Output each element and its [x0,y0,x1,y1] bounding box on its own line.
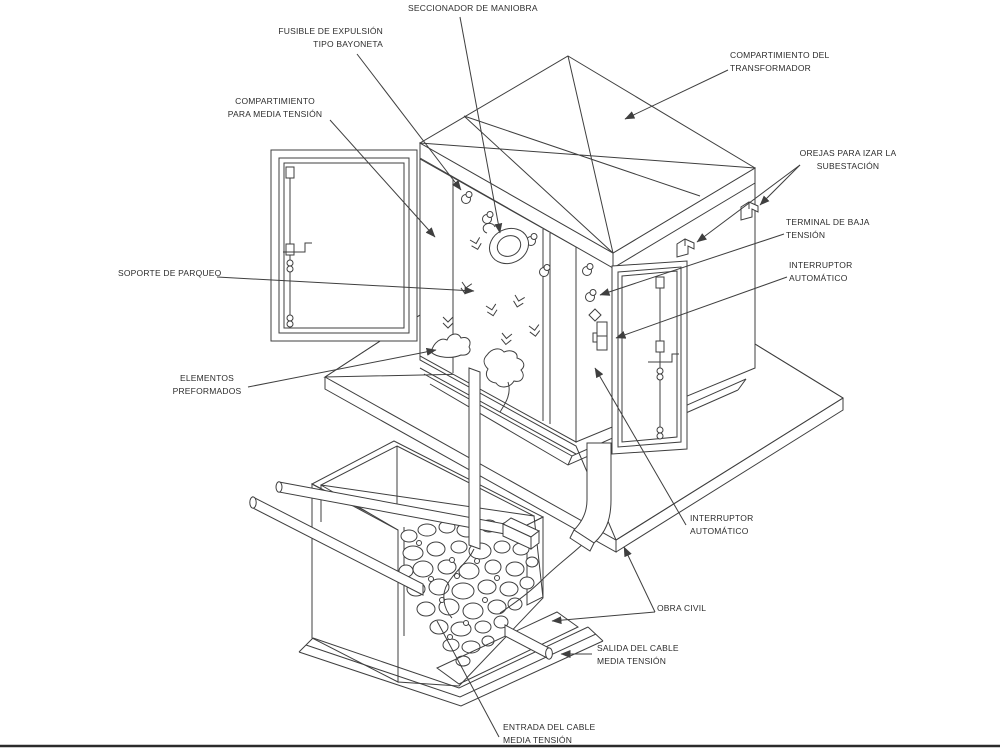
label-terminal-bt: TERMINAL DE BAJA TENSIÓN [786,216,870,242]
label-salida: SALIDA DEL CABLE MEDIA TENSIÓN [597,642,679,668]
leader-elementos [247,347,437,388]
label-text: AUTOMÁTICO [789,273,848,283]
label-text: COMPARTIMIENTO [235,96,315,106]
curved-cable-duct [569,442,612,552]
label-text: OBRA CIVIL [657,603,707,613]
door-latch-rod [283,166,312,328]
mv-compartment-components [430,191,551,413]
label-text: PREFORMADOS [172,386,242,396]
label-compartimiento-mt: COMPARTIMIENTO PARA MEDIA TENSIÓN [225,95,325,121]
door-handle [648,353,679,363]
lifting-lug-icon [676,238,695,258]
label-obra-civil: OBRA CIVIL [657,602,706,615]
label-text: SUBESTACIÓN [816,161,880,171]
leader-comp-trafo [624,69,729,120]
leader-soporte [216,276,475,295]
label-text: TENSIÓN [786,230,826,240]
leader-seccionador [459,16,503,234]
label-interruptor-2: INTERRUPTOR AUTOMÁTICO [690,512,753,538]
nameplate-icon [588,308,602,322]
leader-obra-civil-1 [623,546,656,613]
label-text: SOPORTE DE PARQUEO [118,268,222,278]
leader-comp-mt [329,119,436,238]
label-text: TRANSFORMADOR [730,63,811,73]
brick-wall-left [311,483,399,683]
leader-interruptor-2 [594,367,687,526]
civil-work-pit [298,440,604,707]
label-text: PARA MEDIA TENSIÓN [227,109,323,119]
label-text: ENTRADA DEL CABLE [503,722,596,732]
label-text: TERMINAL DE BAJA [786,217,870,227]
compartment-sill [419,367,577,455]
left-door [270,149,418,342]
leader-fusible [356,53,462,191]
label-text: MEDIA TENSIÓN [597,656,667,666]
label-entrada: ENTRADA DEL CABLE MEDIA TENSIÓN [503,721,595,747]
label-text: OREJAS PARA IZAR LA [799,148,897,158]
conduit-end-box [502,517,540,550]
label-compartimiento-trafo: COMPARTIMIENTO DEL TRANSFORMADOR [730,49,829,75]
incoming-cables [443,542,585,619]
lv-compartment-components [582,263,608,351]
preformed-elements [430,333,525,413]
label-text: SECCIONADOR DE MANIOBRA [408,3,538,13]
leader-obra-civil-2 [551,611,656,625]
cable-conduit-pipes [249,481,553,660]
right-door [611,260,688,455]
label-text: TIPO BAYONETA [313,39,383,49]
brick-wall-right [436,611,579,685]
leader-interruptor-1 [615,276,788,339]
label-text: COMPARTIMIENTO DEL [730,50,830,60]
leader-orejas-2 [696,164,801,243]
label-text: MEDIA TENSIÓN [503,735,573,745]
label-text: SALIDA DEL CABLE [597,643,679,653]
label-orejas: OREJAS PARA IZAR LA SUBESTACIÓN [798,147,898,173]
label-seccionador: SECCIONADOR DE MANIOBRA [408,2,538,15]
circuit-breaker [592,321,608,351]
leader-orejas-1 [759,164,801,206]
label-elementos: ELEMENTOS PREFORMADOS [166,372,248,398]
label-text: INTERRUPTOR [690,513,754,523]
leader-lines [216,16,801,738]
label-text: FUSIBLE DE EXPULSIÓN [278,26,383,36]
label-text: AUTOMÁTICO [690,526,749,536]
label-fusible: FUSIBLE DE EXPULSIÓN TIPO BAYONETA [263,25,383,51]
label-text: INTERRUPTOR [789,260,853,270]
cable-chute [468,367,481,550]
label-soporte: SOPORTE DE PARQUEO [118,267,221,280]
door-latch-rod [648,276,679,440]
leader-terminal-bt [599,233,785,296]
leader-entrada [436,620,500,738]
maneuver-switch-ring [482,222,529,265]
label-interruptor-1: INTERRUPTOR AUTOMÁTICO [789,259,852,285]
pipe-outlet-mouth [545,647,553,660]
roof-fold-lines [419,55,756,254]
label-text: ELEMENTOS [179,373,235,383]
door-handle [283,242,312,253]
